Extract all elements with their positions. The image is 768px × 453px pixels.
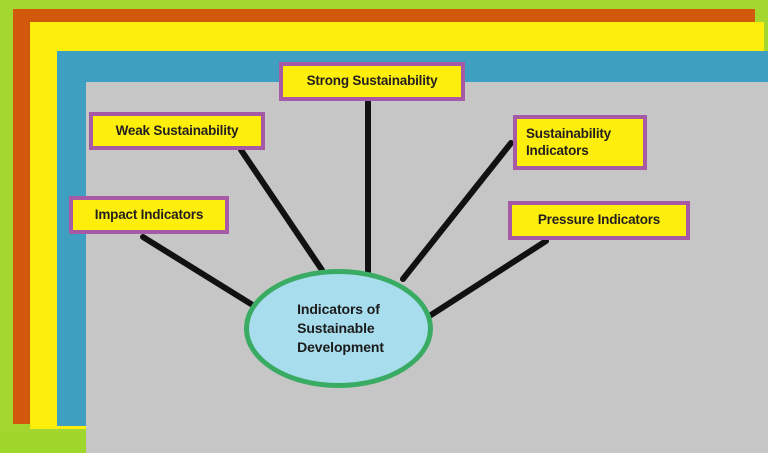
- node-sustainability-indicators[interactable]: Sustainability Indicators: [513, 115, 647, 170]
- node-strong-sustainability[interactable]: Strong Sustainability: [279, 62, 465, 101]
- central-node-indicators-of-sustainable-development[interactable]: Indicators of Sustainable Development: [244, 269, 433, 388]
- node-impact-indicators[interactable]: Impact Indicators: [69, 196, 229, 234]
- node-weak-sustainability-label: Weak Sustainability: [115, 122, 239, 138]
- node-sustainability-indicators-label: Sustainability Indicators: [526, 125, 611, 158]
- node-weak-sustainability[interactable]: Weak Sustainability: [89, 112, 265, 150]
- node-pressure-indicators-label: Pressure Indicators: [537, 212, 661, 228]
- node-pressure-indicators[interactable]: Pressure Indicators: [508, 201, 690, 240]
- node-strong-sustainability-label: Strong Sustainability: [306, 73, 438, 89]
- central-node-label: Indicators of Sustainable Development: [297, 300, 384, 356]
- node-impact-indicators-label: Impact Indicators: [94, 206, 204, 222]
